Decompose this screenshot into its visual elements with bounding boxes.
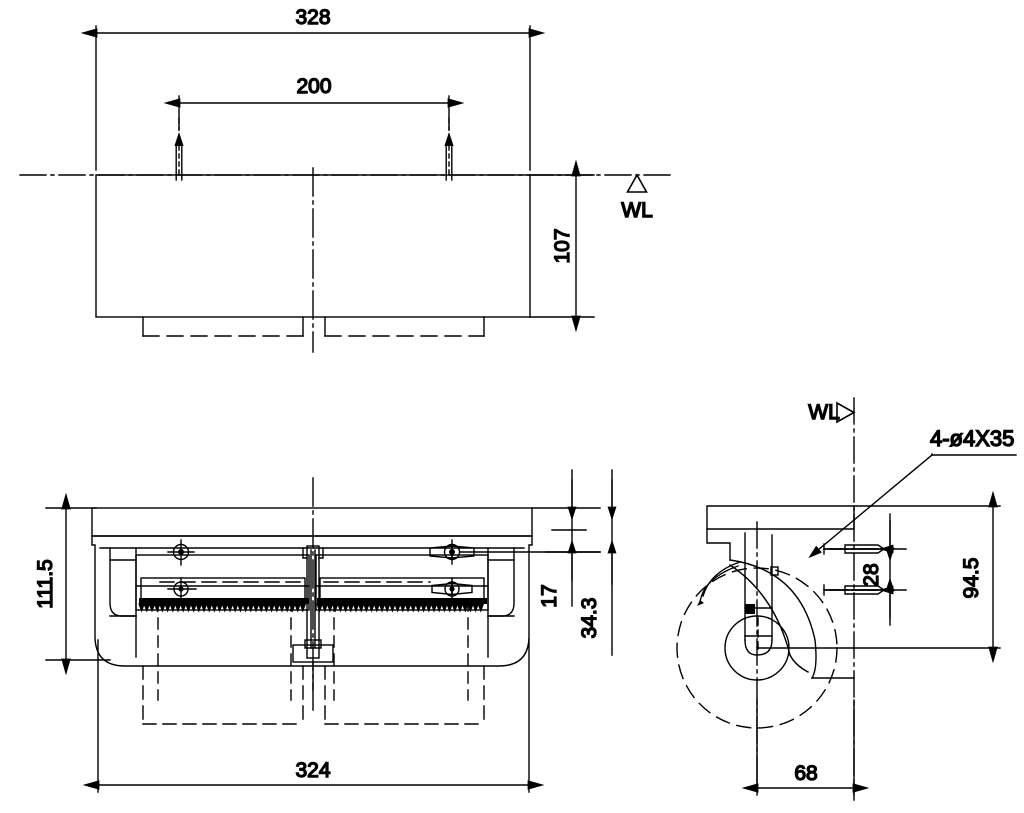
dim-body-width: 324 <box>82 639 545 793</box>
dim-depth: 68 <box>741 699 870 796</box>
dim-overall-width-text: 328 <box>295 6 330 29</box>
side-view-shaft <box>744 532 779 653</box>
screw-symbol-right-lower <box>431 577 473 601</box>
wl-marker-side: WL <box>808 400 856 425</box>
dim-depth-text: 68 <box>794 762 817 785</box>
dim-body-height-text: 111.5 <box>34 559 57 608</box>
dim-lip-height-text: 17 <box>538 584 561 607</box>
dim-body-width-text: 324 <box>295 759 330 782</box>
front-view-roller-right <box>315 539 601 701</box>
fastener-note-text: 4-ø4X35 <box>930 426 1014 451</box>
dim-wl-to-bottom: 94.5 <box>853 490 1001 664</box>
wl-label-top: WL <box>621 199 653 222</box>
screw-symbol-right-upper <box>429 539 475 565</box>
top-view-bracket-left <box>142 316 304 337</box>
top-view: 328 200 107 WL <box>19 5 673 353</box>
screw-symbol-left-lower <box>167 577 197 601</box>
dim-hole-spacing-vertical-text: 28 <box>860 563 883 586</box>
front-view-top-plate <box>91 507 533 537</box>
dim-body-height: 111.5 <box>33 492 111 676</box>
dim-overall-width: 328 <box>80 5 546 171</box>
front-view-roller-left <box>109 539 310 701</box>
top-view-bracket-right <box>324 316 485 337</box>
dim-lip-height: 17 <box>531 469 601 608</box>
screw-symbol-left-upper <box>167 539 195 566</box>
wl-marker-top: WL <box>621 173 653 223</box>
front-view-bracket-left <box>142 665 304 725</box>
front-view: 111.5 17 34.3 324 <box>33 469 617 793</box>
front-view-bracket-right <box>324 665 485 725</box>
side-view-cover-arc <box>697 559 817 679</box>
dim-height-to-wl: 107 <box>529 159 595 333</box>
side-view-step <box>706 528 731 561</box>
dim-height-to-wl-text: 107 <box>551 228 574 263</box>
side-view: WL <box>676 397 1017 801</box>
dim-lip-total-height: 34.3 <box>577 469 617 656</box>
wl-label-side: WL <box>808 401 840 424</box>
dim-lip-total-height-text: 34.3 <box>578 598 601 639</box>
dim-hole-spacing-vertical: 28 <box>823 513 907 626</box>
dim-wl-to-bottom-text: 94.5 <box>960 558 983 599</box>
side-view-top-plate <box>706 505 855 530</box>
fastener-note-leader: 4-ø4X35 <box>808 425 1017 559</box>
dim-mount-hole-spacing: 200 <box>163 74 465 131</box>
dim-mount-hole-spacing-text: 200 <box>296 75 331 98</box>
